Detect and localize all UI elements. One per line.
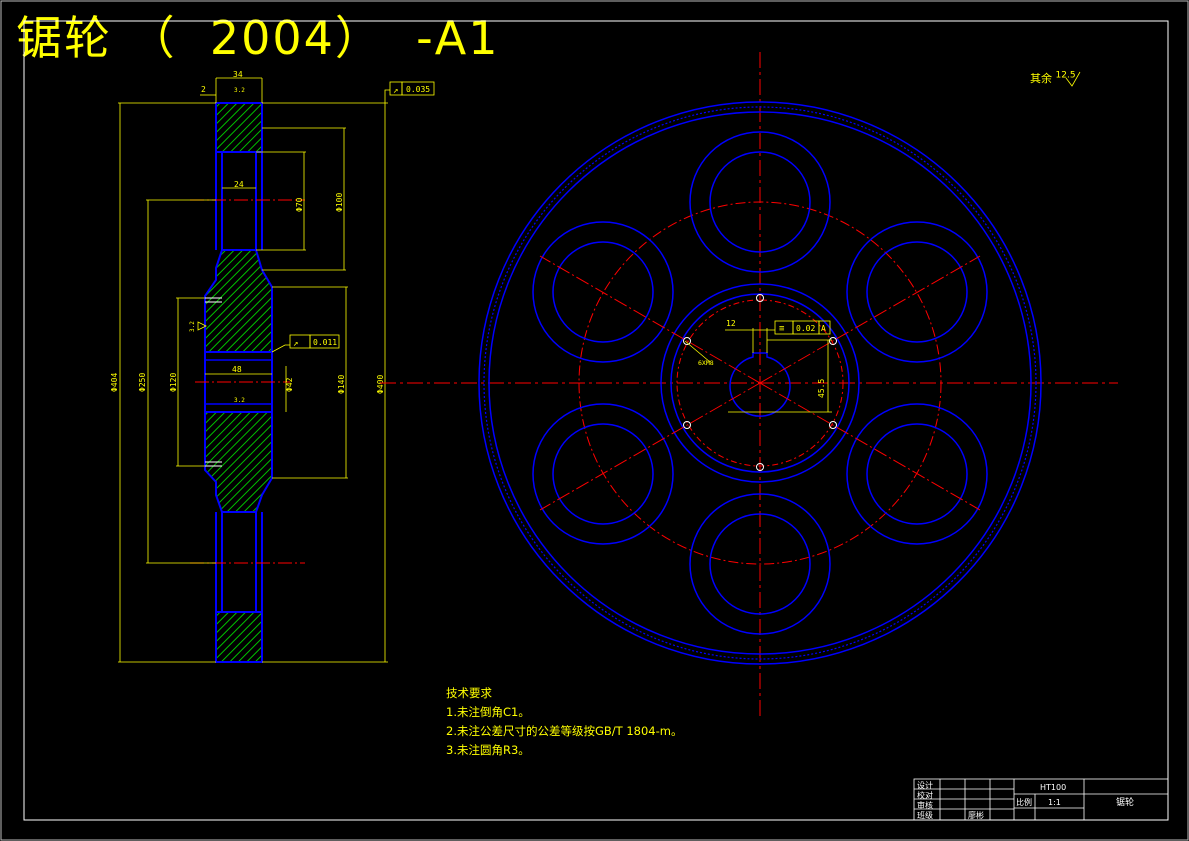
roughness-hub: 3.2 — [234, 397, 245, 404]
rim-bottom-section — [215, 611, 263, 663]
bore-keyway — [729, 352, 791, 417]
tech-heading: 技术要求 — [446, 686, 492, 700]
rim-top-section — [215, 102, 263, 153]
lightening-holes — [532, 131, 988, 635]
tb-scale-label: 比例 — [1016, 797, 1032, 807]
dim-top-width: 34 — [233, 70, 243, 79]
dim-d404: Φ404 — [110, 373, 119, 392]
dim-hub-width: 48 — [232, 365, 242, 374]
web-upper-section — [204, 249, 273, 353]
datum-label: A — [821, 324, 826, 333]
tech-item: 1.未注倒角C1。 — [446, 705, 530, 719]
dim-d120: Φ120 — [169, 373, 178, 392]
dim-d140: Φ140 — [337, 375, 346, 394]
roughness-note: 其余 12.5 — [1030, 70, 1076, 86]
threaded-holes — [683, 294, 837, 471]
section-view: 34 2 3.2 24 48 3.2 0.035 0.011 ↗ ↗ Φ404 … — [110, 70, 435, 663]
symmetry-tolerance: 0.02 — [796, 324, 815, 333]
inner-border — [23, 20, 1169, 821]
tb-row-class: 班级 — [917, 810, 933, 820]
roughness-top: 3.2 — [234, 87, 245, 94]
tech-item: 2.未注公差尺寸的公差等级按GB/T 1804-m。 — [446, 724, 683, 738]
tolerance-hub: 0.011 — [313, 338, 337, 347]
web-lower-section — [204, 411, 273, 513]
roughness-left: 3.2 — [189, 321, 196, 332]
tb-row-review: 审核 — [917, 800, 933, 810]
keyway-width: 12 — [726, 319, 736, 328]
tb-part-name: 锯轮 — [1116, 796, 1134, 808]
tb-scale-value: 1:1 — [1048, 798, 1061, 807]
runout-symbol: ↗ — [393, 86, 398, 96]
tb-material: HT100 — [1040, 783, 1066, 792]
outer-rim-circle — [478, 101, 1042, 665]
front-view: 12 ≡ 0.02 A 45.5 6XM8 — [380, 52, 1118, 720]
title-block — [913, 778, 1169, 821]
dim-d400: Φ400 — [376, 375, 385, 394]
dim-left-offset: 2 — [201, 85, 206, 94]
dim-d42: Φ42 — [285, 377, 294, 392]
tb-row-design: 设计 — [917, 780, 933, 790]
tolerance-runout: 0.035 — [406, 85, 430, 94]
tb-name-cell: 廖彬 — [968, 810, 984, 820]
dim-d70: Φ70 — [295, 197, 304, 212]
drawing-title: 锯轮 （ 2004） -A1 — [16, 11, 500, 65]
roughness-value: 12.5 — [1055, 70, 1076, 81]
tb-row-check: 校对 — [917, 790, 933, 800]
roughness-label: 其余 — [1030, 72, 1052, 85]
tech-item: 3.未注圆角R3。 — [446, 743, 530, 757]
holes-label: 6XM8 — [698, 359, 714, 367]
hole-pitch-circle — [578, 201, 942, 565]
runout-symbol-hub: ↗ — [293, 339, 298, 349]
tech-requirements: 技术要求 1.未注倒角C1。 2.未注公差尺寸的公差等级按GB/T 1804-m… — [446, 684, 682, 760]
hub-outer-circle — [660, 283, 860, 483]
dim-d100: Φ100 — [335, 193, 344, 212]
symmetry-symbol: ≡ — [779, 324, 785, 334]
dim-inner-width: 24 — [234, 180, 244, 189]
keyway-depth: 45.5 — [817, 379, 826, 398]
dim-d250: Φ250 — [138, 373, 147, 392]
